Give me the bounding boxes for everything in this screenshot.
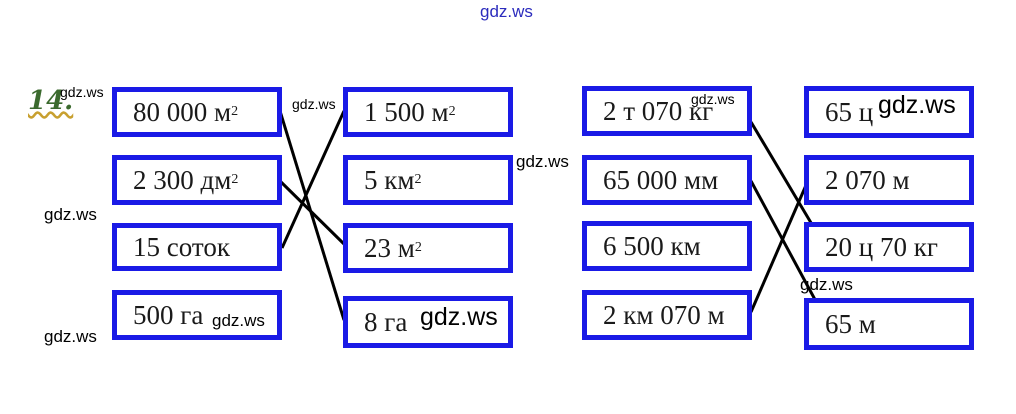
watermark-7: gdz.ws [800,275,853,294]
watermark-9: gdz.ws [420,303,498,331]
rl-box-3: 6 500 км [582,221,752,271]
left-box-4: 500 га [112,290,282,340]
r-box-2: 2 070 м [804,155,974,205]
r-box-4-value: 65 м [825,308,876,339]
r-box-1: 65 ц [804,86,974,138]
rl-box-2-value: 65 000 мм [603,164,719,195]
mid-box-4: 8 га [343,296,513,348]
left-box-4-value: 500 га [133,299,204,330]
watermark-8: gdz.ws [212,311,265,330]
watermark-5: gdz.ws [516,152,569,171]
mid-box-3-value: 23 м [364,232,415,263]
rl-box-3-value: 6 500 км [603,230,701,261]
connector-65000-65m [749,180,828,321]
rl-box-4: 2 км 070 м [582,290,752,340]
connector-2300-23m [278,179,346,246]
mid-box-1-value: 1 500 м [364,96,449,127]
connector-2km070-2070m [749,175,812,313]
rl-box-4-value: 2 км 070 м [603,299,725,330]
rl-box-2: 65 000 мм [582,155,752,205]
connector-15sotok-1500 [280,110,346,249]
watermark-1: gdz.ws [60,84,104,100]
left-box-3-value: 15 соток [133,231,230,262]
watermark-6: gdz.ws [44,205,97,224]
watermark-3: gdz.ws [691,91,735,107]
watermark-top: gdz.ws [480,2,533,21]
r-box-4: 65 м [804,298,974,350]
exercise-number: 14. [28,86,74,116]
mid-box-2-value: 5 км [364,164,415,195]
r-box-3-value: 20 ц 70 кг [825,231,938,262]
mid-box-4-value: 8 га [364,306,408,337]
watermark-2: gdz.ws [292,96,336,112]
left-box-3: 15 соток [112,223,282,271]
rl-box-1: 2 т 070 кг [582,86,752,136]
left-box-1-value: 80 000 м [133,96,232,127]
rl-box-1-value: 2 т 070 кг [603,95,714,126]
watermark-10: gdz.ws [44,327,97,346]
r-box-3: 20 ц 70 кг [804,222,974,272]
r-box-1-value: 65 ц [825,96,874,127]
left-box-2-value: 2 300 дм [133,164,232,195]
r-box-2-value: 2 070 м [825,164,910,195]
connector-80000-8ga [278,110,346,321]
watermark-4: gdz.ws [878,91,956,119]
